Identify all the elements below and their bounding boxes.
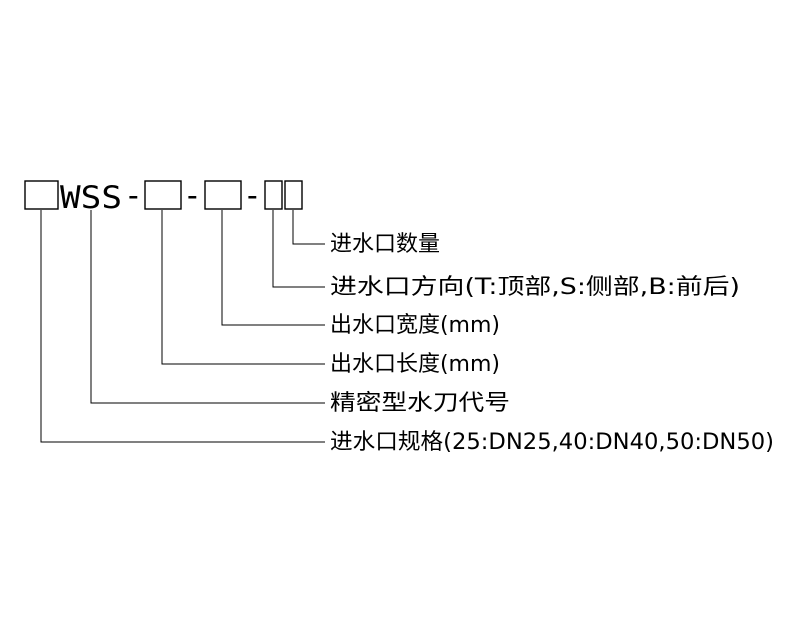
leader-inlet-spec: [40, 210, 325, 443]
leader-inlet-direction: [272, 210, 325, 288]
leader-inlet-quantity: [292, 210, 325, 245]
leader-outlet-length: [161, 210, 325, 365]
label-inlet-direction: 进水口方向(T:顶部,S:侧部,B:前后): [330, 275, 740, 300]
leader-model-code: [90, 210, 325, 404]
outlet-length-box: [144, 180, 182, 210]
label-inlet-quantity: 进水口数量: [330, 232, 440, 257]
inlet-spec-box: [24, 180, 59, 210]
leader-outlet-width: [221, 210, 325, 326]
separator-1: -: [124, 178, 143, 214]
label-model-code: 精密型水刀代号: [330, 391, 510, 416]
label-outlet-length: 出水口长度(mm): [330, 352, 500, 377]
inlet-direction-box: [264, 180, 283, 210]
outlet-width-box: [204, 180, 242, 210]
label-outlet-width: 出水口宽度(mm): [330, 313, 500, 338]
separator-2: -: [183, 178, 202, 214]
separator-3: -: [243, 178, 262, 214]
inlet-quantity-box: [284, 180, 303, 210]
label-inlet-spec: 进水口规格(25:DN25,40:DN40,50:DN50): [330, 430, 774, 455]
